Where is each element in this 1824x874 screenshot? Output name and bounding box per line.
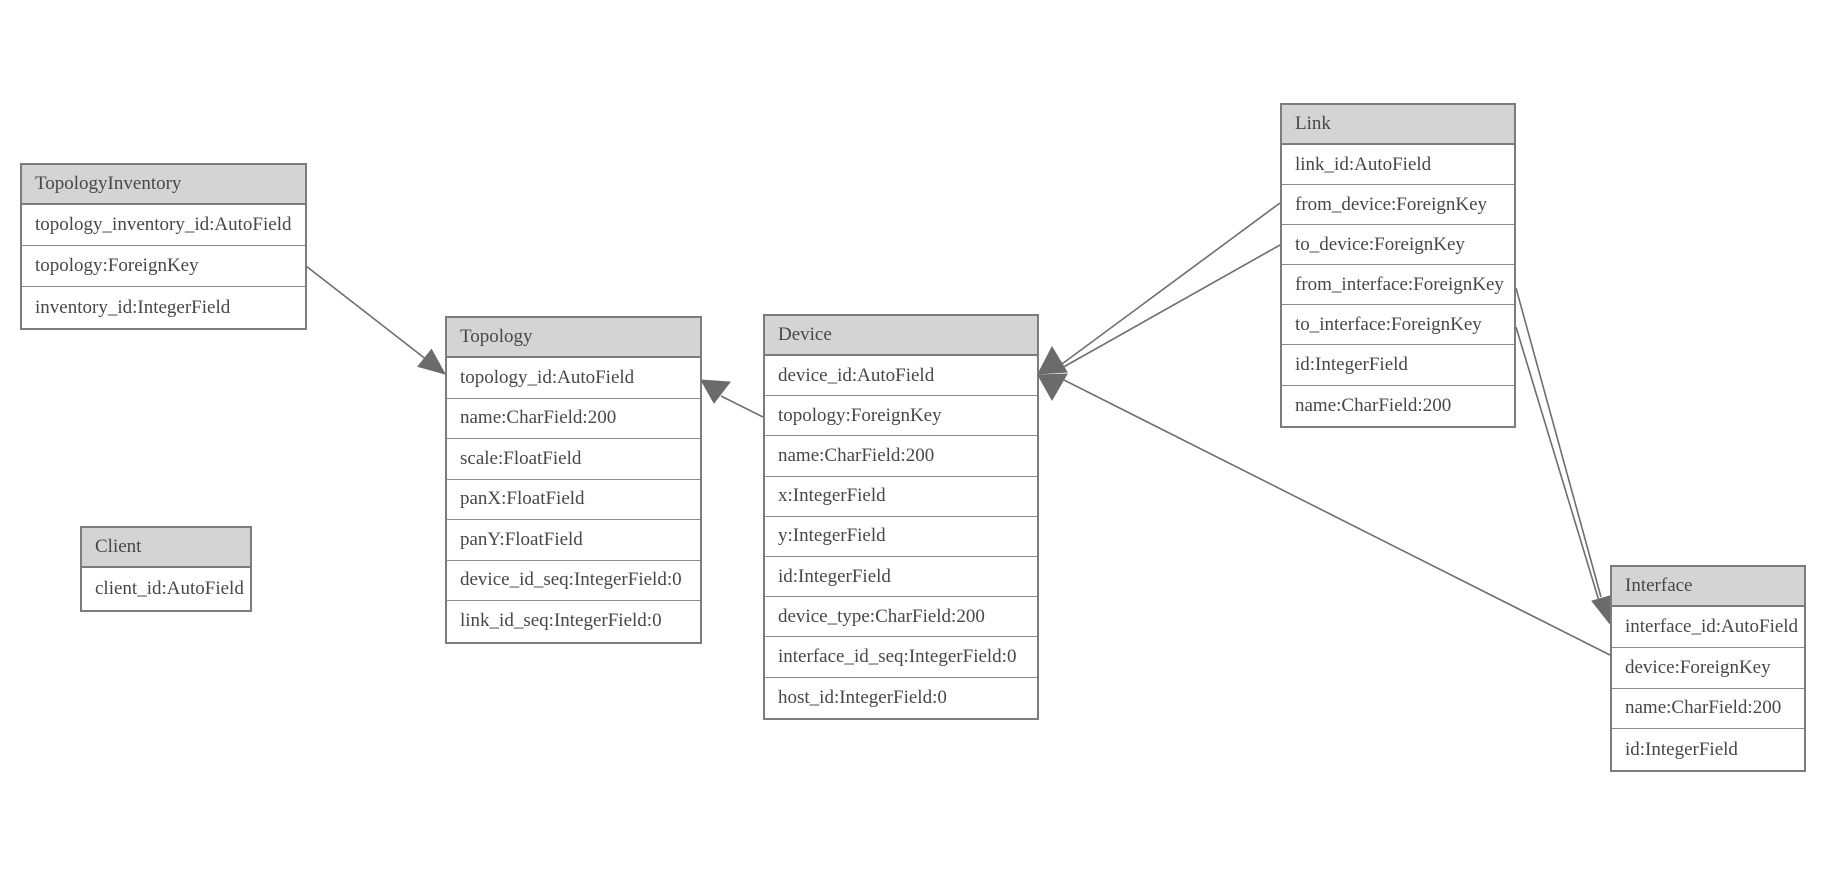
- table-row: device_type:CharField:200: [765, 597, 1037, 638]
- edge-device-to-topology: [720, 395, 764, 418]
- table-row: device_id_seq:IntegerField:0: [447, 561, 700, 601]
- table-row: to_interface:ForeignKey: [1282, 305, 1514, 346]
- entity-table-topologyinventory: TopologyInventory topology_inventory_id:…: [20, 163, 307, 330]
- table-row: id:IntegerField: [1625, 738, 1738, 760]
- table-row: from_device:ForeignKey: [1282, 185, 1514, 226]
- entity-table-device: Device device_id:AutoField topology:Fore…: [763, 314, 1039, 720]
- table-row: device_id:AutoField: [765, 356, 1037, 397]
- table-row: id:IntegerField: [765, 557, 1037, 598]
- entity-table-interface: Interface interface_id:AutoField device:…: [1610, 565, 1806, 772]
- table-row: panY:FloatField: [447, 520, 700, 561]
- table-row: link_id_seq:IntegerField:0: [460, 610, 662, 632]
- edge-topologyinventory-to-topology: [305, 265, 428, 361]
- entity-table-link: Link link_id:AutoField from_device:Forei…: [1280, 103, 1516, 428]
- table-row: from_interface:ForeignKey: [1282, 265, 1514, 306]
- table-row: interface_id:AutoField: [1612, 607, 1804, 648]
- table-row: scale:FloatField: [447, 439, 700, 480]
- table-row: host_id:IntegerField:0: [778, 686, 947, 708]
- table-title-topology: Topology: [447, 318, 700, 358]
- table-title-link: Link: [1282, 105, 1514, 145]
- table-row: name:CharField:200: [765, 436, 1037, 477]
- table-title-device: Device: [765, 316, 1037, 356]
- table-row: y:IntegerField: [765, 517, 1037, 557]
- entity-table-client: Client client_id:AutoField: [80, 526, 252, 612]
- arrowhead-at-device-upper: [1037, 345, 1068, 375]
- edge-link-from-interface-to-interface: [1515, 287, 1602, 598]
- table-title-client: Client: [82, 528, 250, 568]
- table-row: interface_id_seq:IntegerField:0: [765, 637, 1037, 678]
- table-row: id:IntegerField: [1282, 345, 1514, 386]
- table-row: panX:FloatField: [447, 480, 700, 520]
- edge-link-from-device-to-device: [1061, 202, 1281, 365]
- edge-interface-to-device: [1061, 378, 1611, 656]
- table-row: topology_inventory_id:AutoField: [22, 205, 305, 246]
- entity-table-topology: Topology topology_id:AutoField name:Char…: [445, 316, 702, 644]
- table-row: topology:ForeignKey: [765, 396, 1037, 437]
- arrowhead-at-topology-from-device: [700, 379, 731, 404]
- table-row: device:ForeignKey: [1612, 648, 1804, 689]
- table-row: x:IntegerField: [765, 477, 1037, 517]
- table-row: to_device:ForeignKey: [1282, 225, 1514, 266]
- edge-link-to-device-to-device: [1059, 244, 1281, 370]
- arrowhead-at-topology-from-topologyinventory: [417, 348, 447, 375]
- arrowhead-at-device-lower: [1037, 373, 1068, 402]
- table-row: name:CharField:200: [1612, 689, 1804, 730]
- table-row: name:CharField:200: [1295, 394, 1452, 416]
- edge-link-to-interface-to-interface: [1515, 326, 1600, 602]
- table-row: inventory_id:IntegerField: [35, 296, 231, 318]
- table-row: link_id:AutoField: [1282, 145, 1514, 186]
- table-row: topology_id:AutoField: [447, 358, 700, 399]
- table-title-interface: Interface: [1612, 567, 1804, 607]
- table-row: client_id:AutoField: [95, 578, 244, 599]
- table-row: topology:ForeignKey: [22, 246, 305, 287]
- table-title-topologyinventory: TopologyInventory: [22, 165, 305, 205]
- table-row: name:CharField:200: [447, 399, 700, 439]
